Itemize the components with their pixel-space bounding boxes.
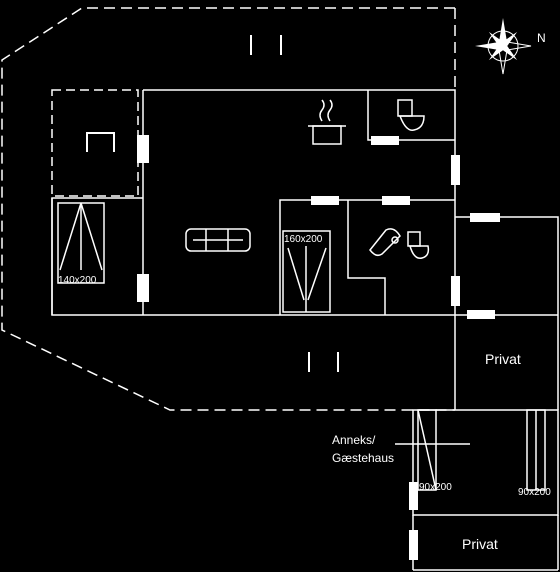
bed-annex-1-icon: [395, 409, 470, 491]
annex-label-line1: Anneks/: [332, 433, 376, 447]
covered-area: [51, 89, 139, 197]
window: [470, 213, 500, 222]
window: [371, 136, 399, 145]
stove-icon: [86, 132, 115, 152]
bathroom-toilet-icon: [407, 231, 430, 259]
bed-annex-2-size: 90x200: [518, 487, 551, 498]
house-walls: [51, 89, 559, 410]
terrace-outline: [1, 7, 456, 411]
room-private-1: Privat: [485, 351, 521, 367]
window: [409, 482, 418, 510]
bed-left-icon: [57, 202, 105, 284]
window: [311, 196, 339, 205]
window: [467, 310, 495, 319]
sofa-icon: [185, 228, 251, 252]
bed-center-icon: [282, 230, 331, 313]
terrace-markers: [250, 35, 339, 372]
window: [137, 274, 149, 302]
bed-center-size: 160x200: [284, 234, 323, 245]
bathtub-icon: [369, 228, 401, 257]
window: [451, 155, 460, 185]
bed-annex-1-size: 90x200: [419, 482, 452, 493]
window: [409, 530, 418, 560]
bed-left-size: 140x200: [58, 275, 97, 286]
windows: [137, 135, 500, 560]
bed-annex-2-icon: [526, 409, 546, 491]
room-private-2: Privat: [462, 536, 498, 552]
north-label: N: [537, 31, 546, 45]
window: [137, 135, 149, 163]
window: [451, 276, 460, 306]
kitchen-pot-icon: [308, 99, 346, 145]
window: [382, 196, 410, 205]
toilet-icon: [397, 99, 425, 131]
annex-label-line2: Gæstehaus: [332, 451, 394, 465]
compass-icon: [475, 18, 532, 75]
